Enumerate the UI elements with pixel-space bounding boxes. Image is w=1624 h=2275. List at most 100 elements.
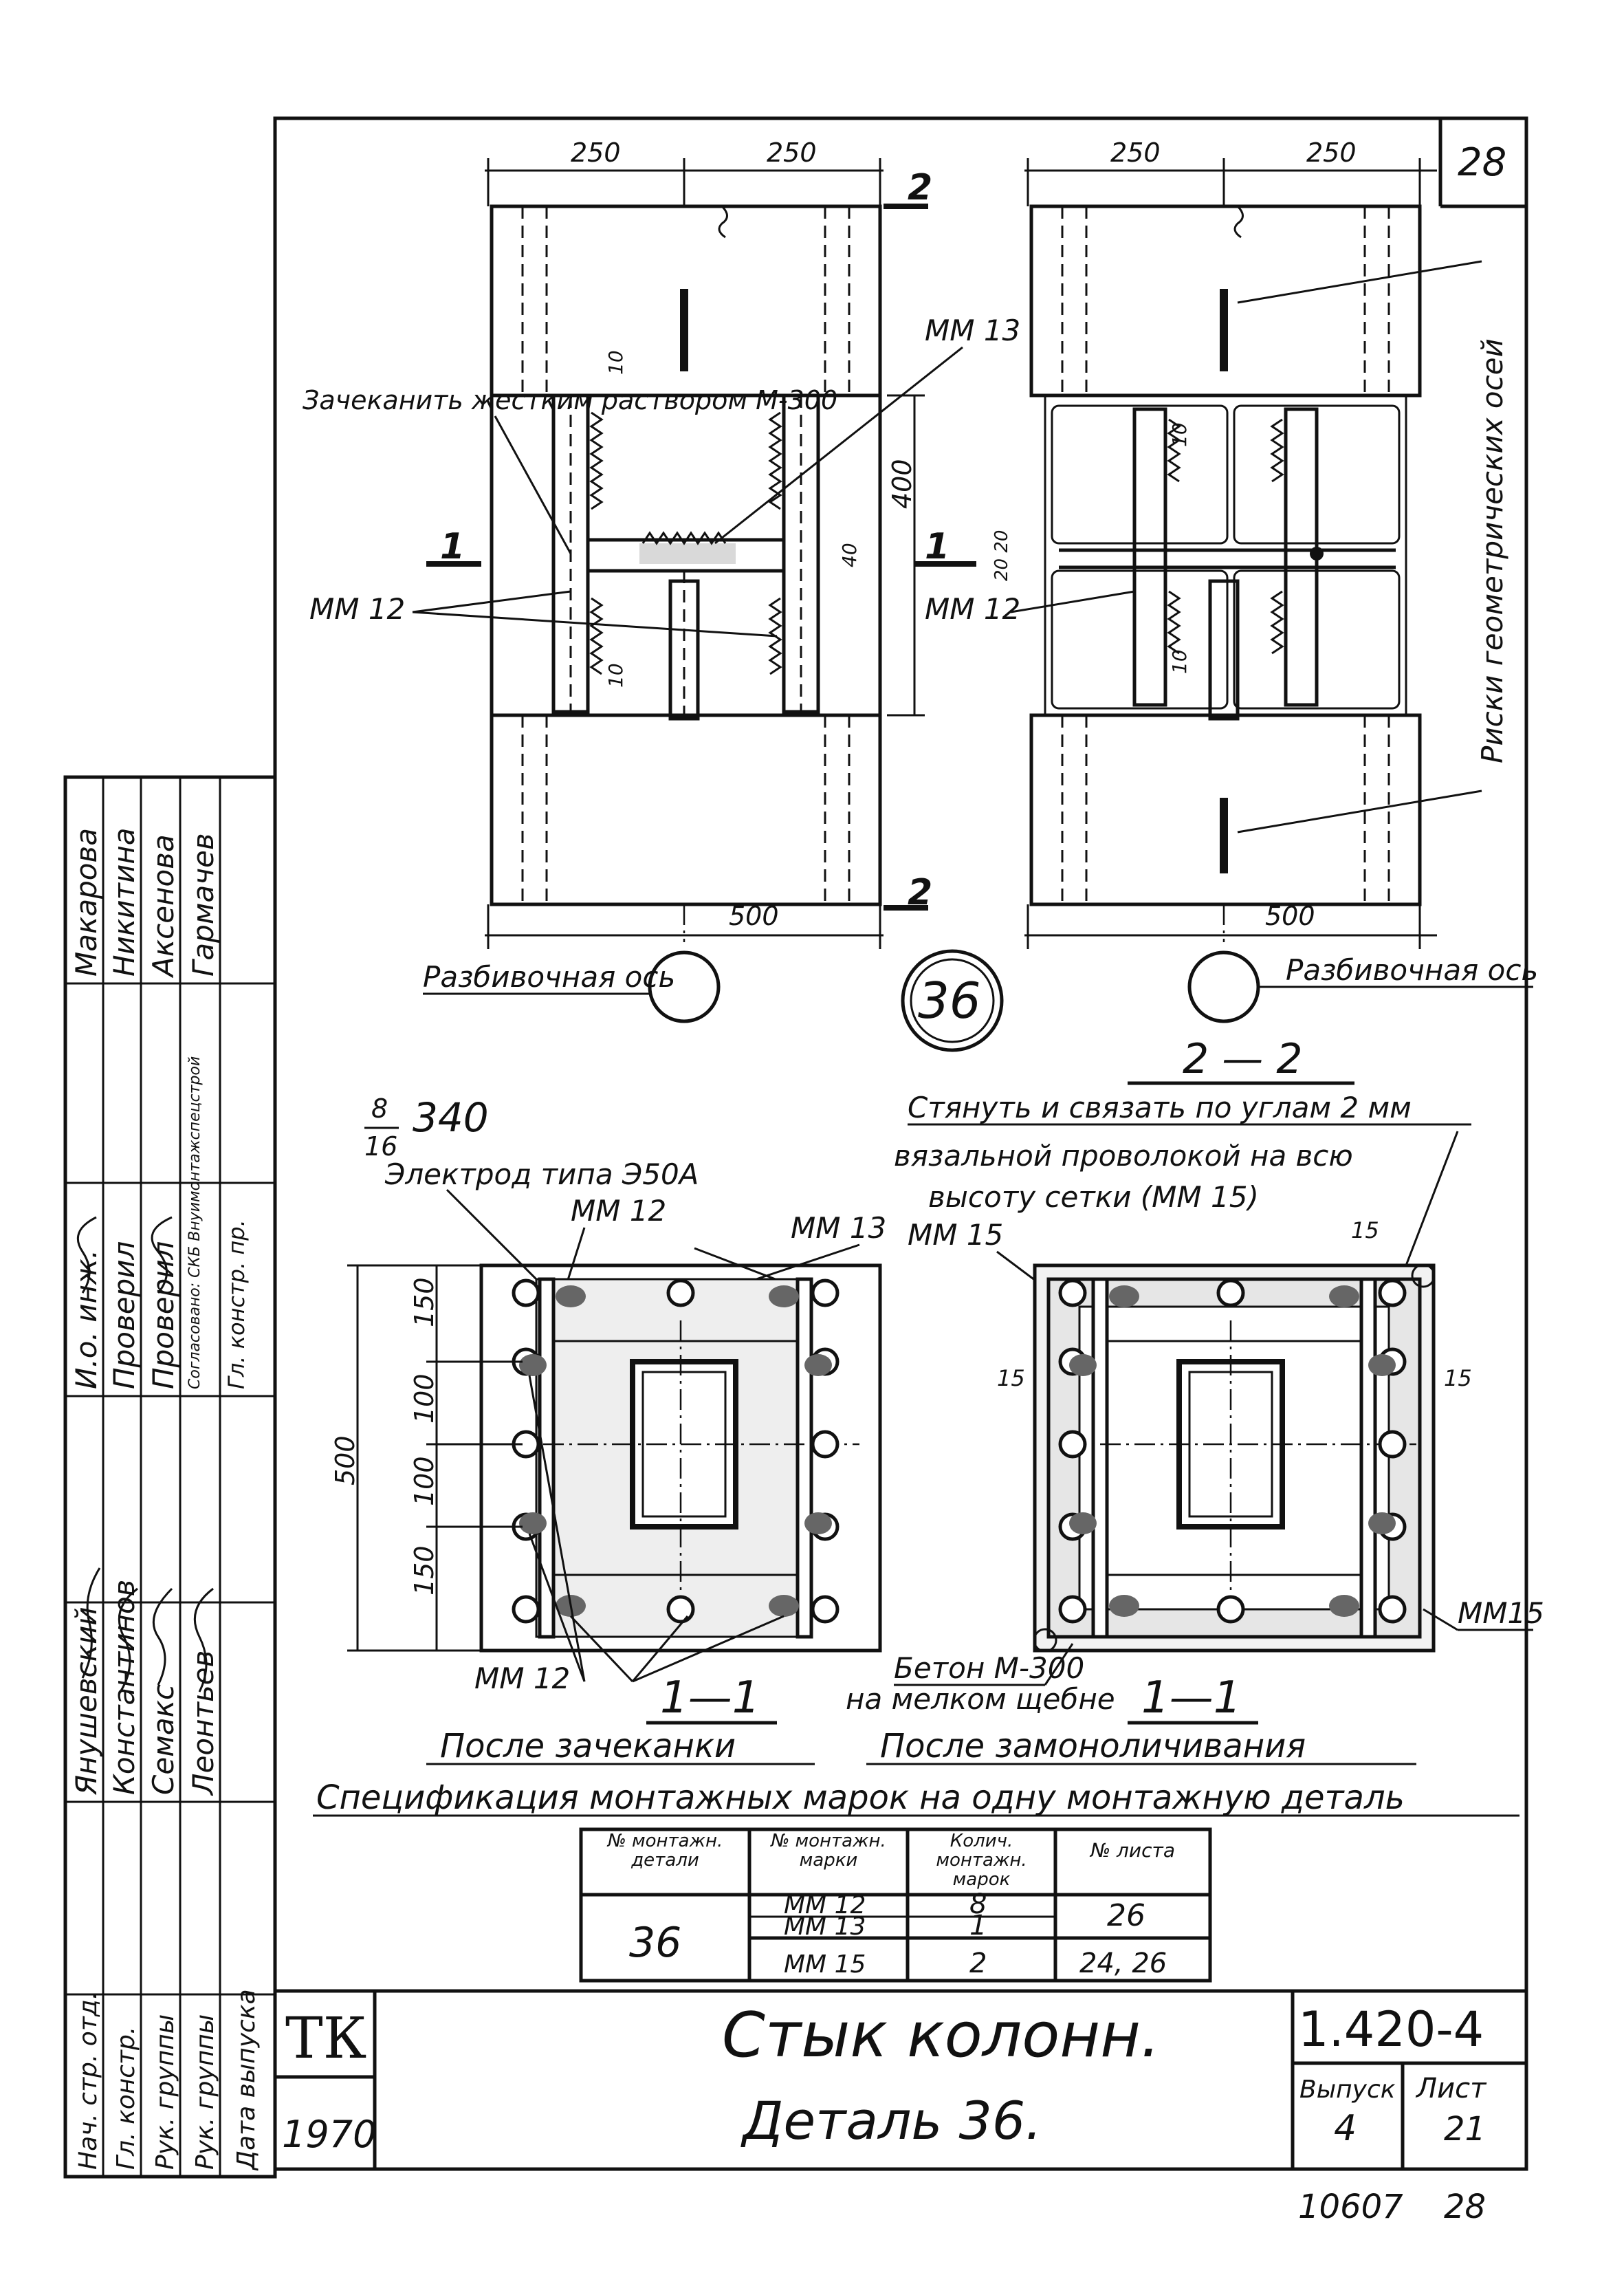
plan-left-dim-top-1: 250 bbox=[571, 138, 621, 168]
spec-header-qty: Колич. монтажн. марок bbox=[936, 1831, 1027, 1890]
stamp-pos-b5: Гл. констр. пр. bbox=[223, 1219, 250, 1389]
plan-right-risks-note: Риски геометрических осей bbox=[1475, 338, 1509, 763]
signature-5 bbox=[76, 1216, 97, 1294]
plan-left-section-2-top: 2 bbox=[908, 167, 932, 208]
plan-left-axis-label: Разбивочная ось bbox=[423, 960, 675, 994]
inventory-number: 10607 bbox=[1298, 2188, 1403, 2226]
plan-right-dim-top-1: 250 bbox=[1110, 138, 1161, 168]
sheet-label: Лист bbox=[1415, 2073, 1487, 2104]
sec-left-mm12-bottom: ММ 12 bbox=[474, 1662, 570, 1695]
sec-right-dim-15-right: 15 bbox=[1444, 1365, 1472, 1391]
stamp-role-4: Рук. группы bbox=[191, 2014, 219, 2170]
spec-row2-qty: 1 bbox=[969, 1910, 987, 1941]
plan-left-mm13: ММ 13 bbox=[925, 314, 1020, 347]
sheet-page: 21 bbox=[1444, 2110, 1486, 2148]
plan-left-section-2-bot: 2 bbox=[908, 872, 932, 913]
sec-left-dim-2: 100 bbox=[409, 1373, 439, 1424]
sec-left-dim-3: 100 bbox=[409, 1456, 439, 1506]
tie-note-2: вязальной проволокой на всю bbox=[894, 1139, 1353, 1173]
plan-right: 250 250 500 1 bbox=[914, 138, 1538, 1085]
plan-right-mm12: ММ 12 bbox=[925, 592, 1020, 626]
spec-row1-sheet: 26 bbox=[1107, 1898, 1145, 1933]
weld-frac-bot: 16 bbox=[364, 1131, 397, 1162]
plan-right-dim-2020: 20 20 bbox=[991, 530, 1012, 581]
plan-left-dim-10-bot: 10 bbox=[604, 663, 627, 688]
plan-left-dim-top-2: 250 bbox=[767, 138, 817, 168]
stamp-pos-b4: Согласовано: СКБ Внуимонтажспецстрой bbox=[186, 1056, 204, 1389]
spec-header-sheet: № листа bbox=[1090, 1839, 1175, 1862]
plan-right-dim-10a: 10 bbox=[1168, 422, 1191, 447]
stamp-name-a3: Семакс bbox=[146, 1684, 180, 1795]
spec-row3-qty: 2 bbox=[969, 1948, 987, 1979]
sec-left-mm13: ММ 13 bbox=[791, 1211, 886, 1245]
spec-table: Спецификация монтажных марок на одну мон… bbox=[313, 1778, 1519, 1983]
sec-left-subcaption: После зачеканки bbox=[440, 1727, 736, 1765]
section-left: 8 16 340 Электрод типа Э50А ММ 12 ММ 13 bbox=[330, 1093, 886, 1765]
sec-right-concrete-1: Бетон М-300 bbox=[894, 1651, 1084, 1685]
plan-right-section-1: 1 bbox=[925, 526, 950, 567]
detail-number-circle bbox=[901, 949, 1004, 1052]
plan-left-dim-40: 40 bbox=[838, 543, 861, 567]
detail-number: 36 bbox=[918, 972, 981, 1030]
stamp-name-c1: Макарова bbox=[69, 828, 103, 977]
sec-left-mm12: ММ 12 bbox=[571, 1194, 666, 1228]
plan-right-dim-top-2: 250 bbox=[1306, 138, 1357, 168]
section-2-2-caption: 2 — 2 bbox=[1183, 1035, 1303, 1083]
plan-left-mm12: ММ 12 bbox=[309, 592, 405, 626]
page-number-bottom: 28 bbox=[1444, 2188, 1486, 2226]
signature-4 bbox=[193, 1587, 214, 1692]
sec-right-subcaption: После замоноличивания bbox=[880, 1727, 1306, 1765]
sec-left-dim-1: 150 bbox=[409, 1277, 439, 1327]
sec-right-mm15-top: ММ 15 bbox=[908, 1218, 1003, 1252]
sec-right-concrete-2: на мелком щебне bbox=[846, 1682, 1115, 1716]
stamp-role-3: Рук. группы bbox=[151, 2014, 179, 2170]
drawing-title-1: Стык колонн. bbox=[722, 1999, 1161, 2071]
spec-row3-sheet: 24, 26 bbox=[1079, 1948, 1167, 1979]
stamp-role-1: Нач. стр. отд. bbox=[74, 1992, 102, 2170]
stamp-name-c4: Гармачев bbox=[186, 833, 220, 977]
tie-note-1: Стянуть и связать по углам 2 мм bbox=[908, 1091, 1412, 1124]
spec-row1-qty: 8 bbox=[969, 1888, 987, 1920]
spec-title: Спецификация монтажных марок на одну мон… bbox=[316, 1778, 1405, 1817]
plan-left-dim-bottom: 500 bbox=[729, 901, 779, 931]
plan-left-grout-note: Зачеканить жестким раствором М-300 bbox=[303, 385, 837, 415]
issue-number: 4 bbox=[1334, 2108, 1357, 2149]
stamp-role-2: Гл. констр. bbox=[112, 2027, 140, 2170]
signature-6 bbox=[151, 1216, 173, 1294]
plan-right-dim-bottom: 500 bbox=[1265, 901, 1315, 931]
electrode-note: Электрод типа Э50А bbox=[384, 1157, 699, 1191]
spec-detail-number: 36 bbox=[629, 1919, 681, 1967]
sec-left-dim-4: 150 bbox=[409, 1545, 439, 1596]
sec-left-dim-500: 500 bbox=[330, 1435, 360, 1485]
signature-2 bbox=[118, 1587, 138, 1692]
sec-right-caption: 1—1 bbox=[1141, 1673, 1241, 1723]
plan-right-axis-label: Разбивочная ось bbox=[1286, 953, 1538, 987]
signature-1 bbox=[81, 1567, 101, 1679]
plan-left-dim-10-top: 10 bbox=[604, 350, 627, 375]
spec-row1-mark: ММ 12 bbox=[784, 1891, 866, 1919]
sec-right-dim-15-top: 15 bbox=[1351, 1217, 1379, 1243]
weld-length: 340 bbox=[413, 1094, 489, 1141]
sec-right-dim-15-left: 15 bbox=[997, 1365, 1025, 1391]
stamp-name-a1: Янушевский bbox=[69, 1607, 103, 1796]
stamp-pos-b3: Проверил bbox=[146, 1241, 180, 1389]
stamp-name-c2: Никитина bbox=[107, 827, 141, 977]
year: 1970 bbox=[282, 2113, 376, 2156]
spec-row2-mark: ММ 13 bbox=[784, 1913, 866, 1941]
spec-header-detail: № монтажн. детали bbox=[607, 1831, 723, 1871]
sheet-number: 28 bbox=[1458, 140, 1506, 185]
stamp-role-5: Дата выпуска bbox=[232, 1989, 261, 2171]
sec-left-caption: 1—1 bbox=[660, 1673, 760, 1723]
signature-stamp: Макарова Никитина Аксенова Гармачев И.о.… bbox=[63, 775, 277, 2179]
series-code: 1.420-4 bbox=[1298, 2001, 1484, 2058]
sec-right-mm15-right: ММ15 bbox=[1458, 1596, 1544, 1630]
weld-frac-top: 8 bbox=[371, 1093, 388, 1124]
tie-note-3: высоту сетки (ММ 15) bbox=[928, 1180, 1259, 1214]
plan-left: 250 250 500 bbox=[303, 138, 1020, 1023]
issue-label: Выпуск bbox=[1299, 2076, 1396, 2104]
spec-row3-mark: ММ 15 bbox=[784, 1950, 866, 1979]
org-code: ТК bbox=[285, 2006, 366, 2071]
section-right: Стянуть и связать по углам 2 мм вязально… bbox=[846, 1091, 1544, 1765]
plan-left-section-1: 1 bbox=[440, 526, 465, 567]
